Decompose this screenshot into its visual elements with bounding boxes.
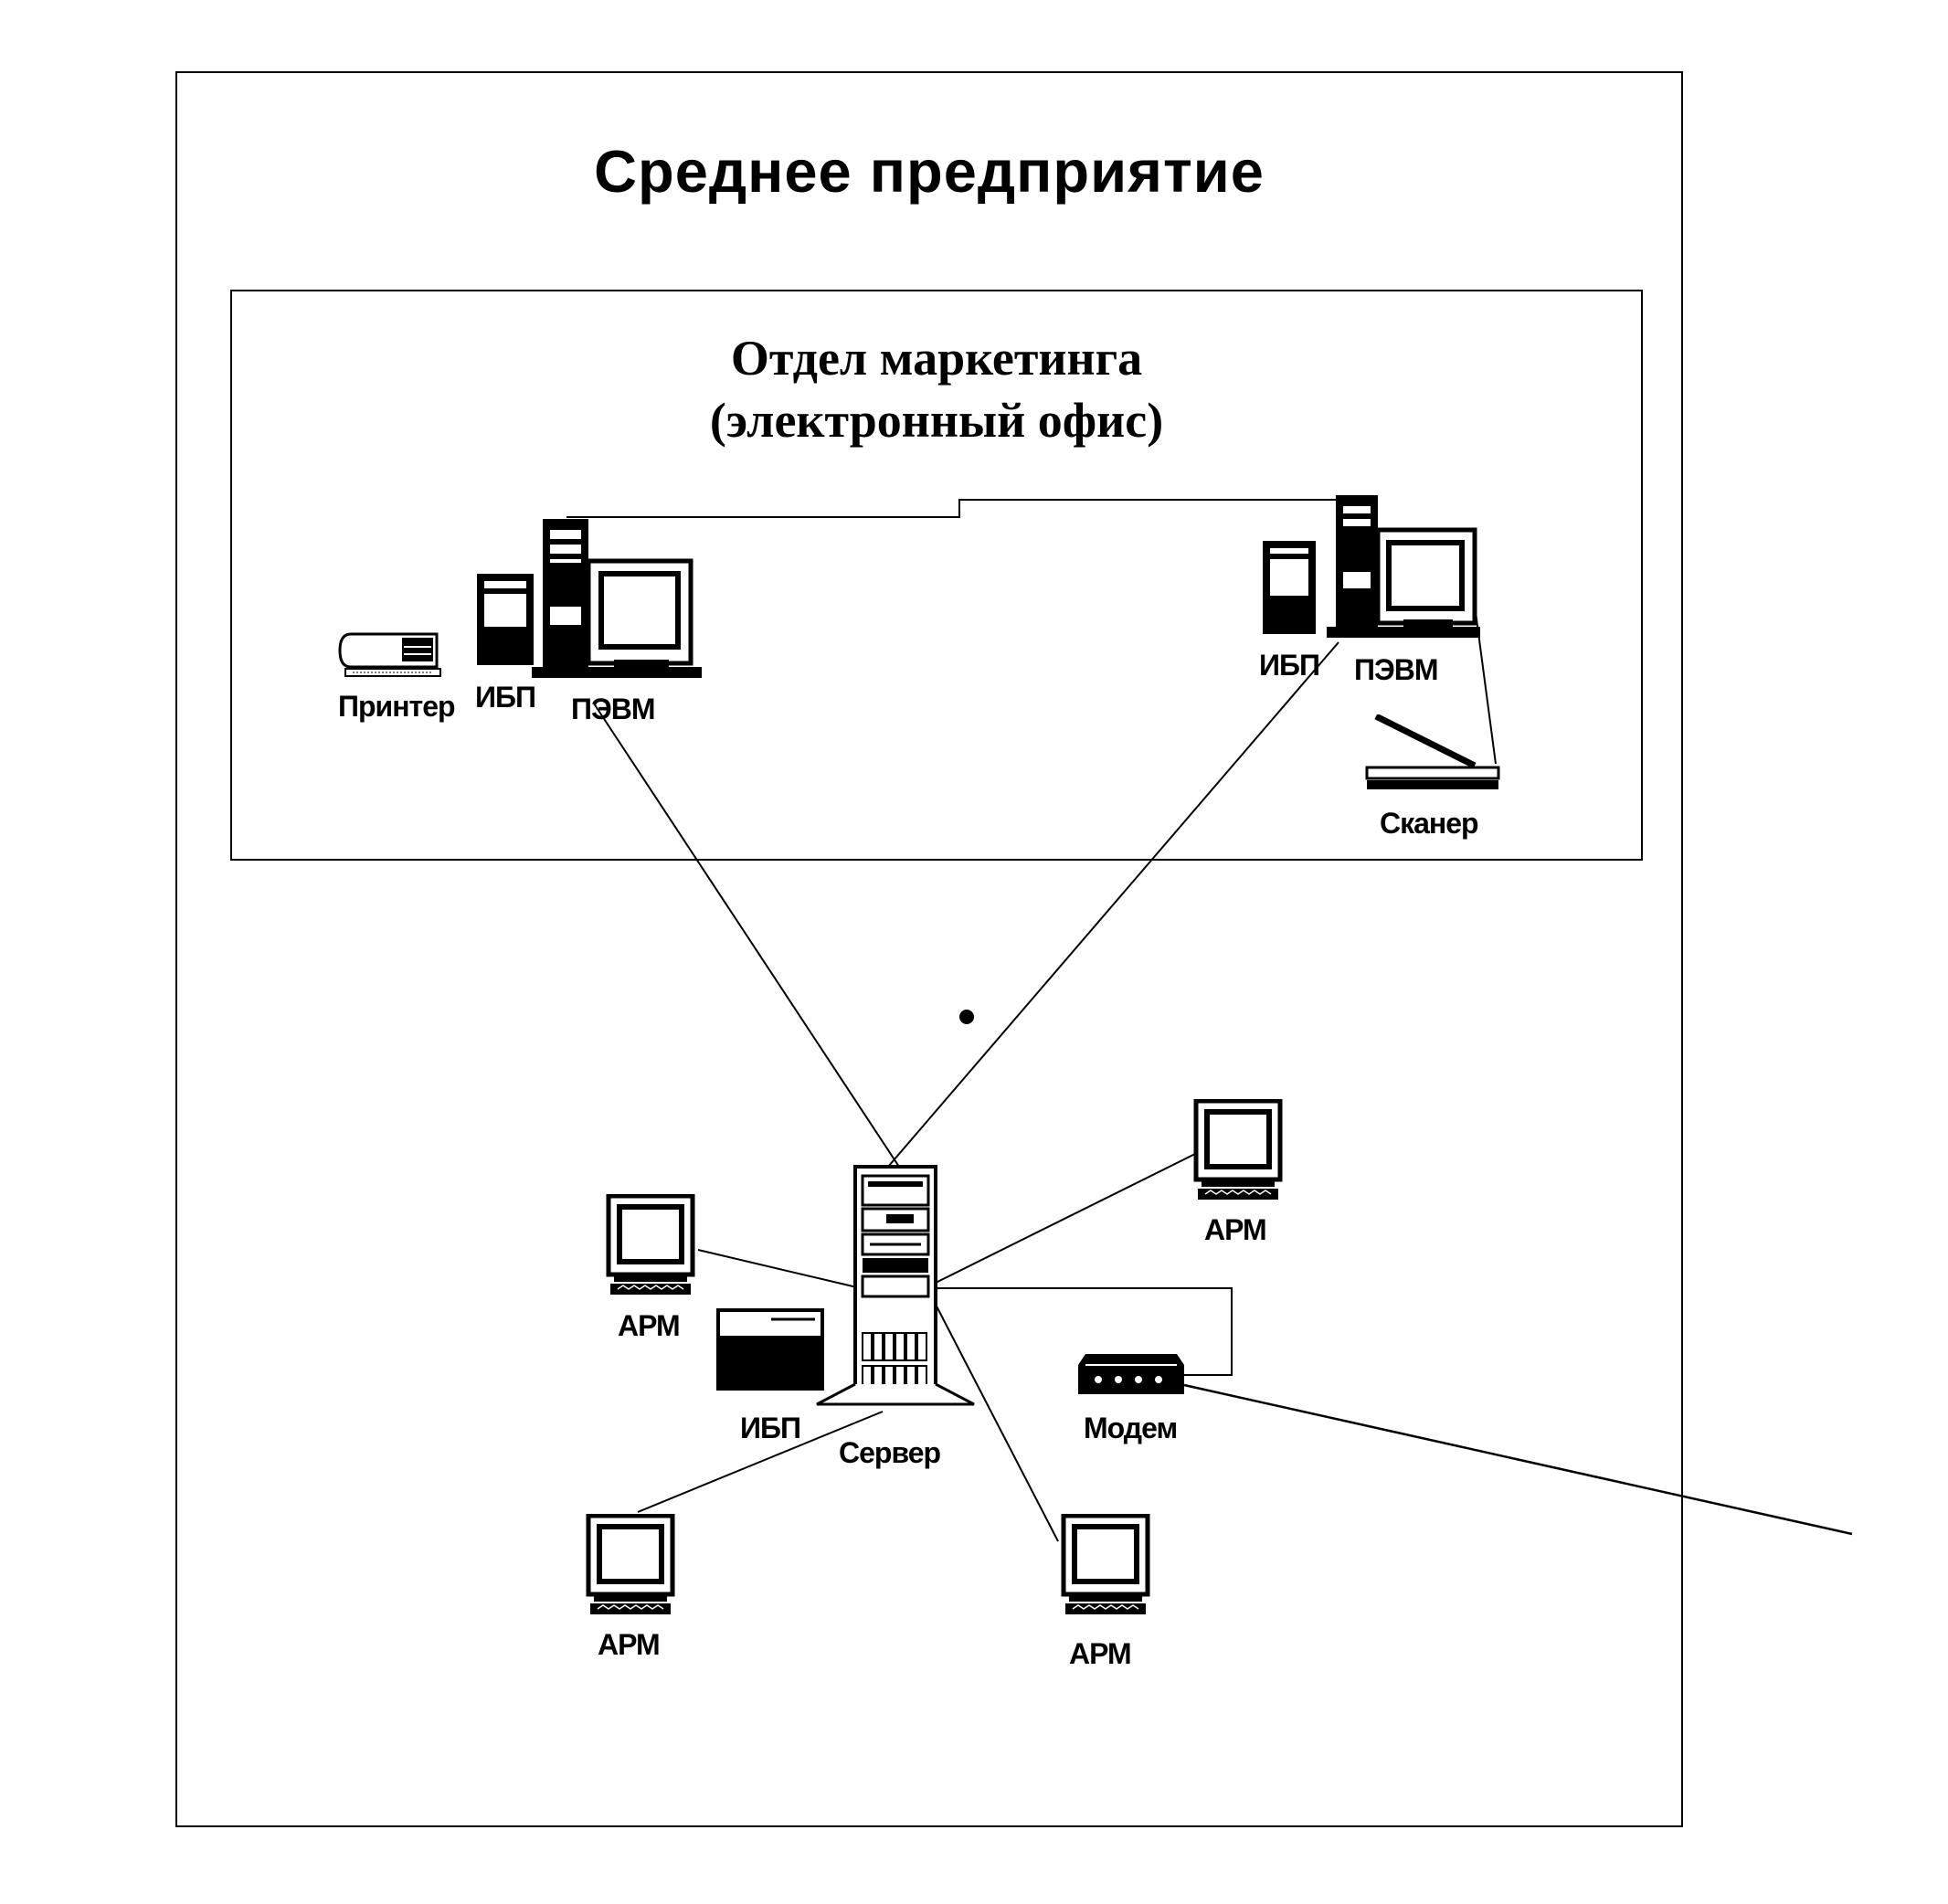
link-pc-left-pc-right <box>566 499 1336 518</box>
printer-icon <box>338 632 441 677</box>
arm-bottom-left-icon <box>586 1514 675 1614</box>
link-arm-top-right-server <box>931 1152 1198 1285</box>
link-pc-right-server <box>887 641 1339 1168</box>
stray-dot <box>959 1010 974 1024</box>
link-pc-left-server <box>593 703 900 1168</box>
link-modem-external <box>1183 1383 1853 1536</box>
link-arm-bottom-left-server <box>637 1411 884 1513</box>
modem-icon <box>1078 1354 1184 1394</box>
server-icon <box>816 1165 975 1406</box>
enterprise-frame <box>175 71 1683 1827</box>
department-title-line1: Отдел маркетинга <box>730 331 1143 386</box>
arm-bottom-left-label: АРМ <box>598 1628 661 1661</box>
ups-server-icon <box>716 1308 824 1391</box>
department-title: Отдел маркетинга (электронный офис) <box>230 327 1643 451</box>
arm-top-right-label: АРМ <box>1204 1213 1267 1246</box>
pc-left-icon <box>532 519 702 678</box>
arm-top-right-icon <box>1193 1099 1283 1200</box>
arm-bottom-right-label: АРМ <box>1069 1637 1132 1670</box>
scanner-label: Сканер <box>1380 807 1479 840</box>
link-arm-bottom-right-server <box>931 1296 1059 1542</box>
server-label: Сервер <box>839 1436 941 1469</box>
link-server-modem <box>932 1287 1233 1376</box>
printer-label: Принтер <box>338 690 456 723</box>
ups-right-label: ИБП <box>1259 649 1320 682</box>
link-pc-right-scanner <box>1473 598 1497 765</box>
enterprise-title: Среднее предприятие <box>594 138 1265 205</box>
department-title-line2: (электронный офис) <box>709 393 1164 448</box>
arm-bottom-right-icon <box>1061 1514 1150 1614</box>
arm-left-label: АРМ <box>618 1309 681 1342</box>
ups-icon <box>477 574 534 665</box>
ups-server-label: ИБП <box>740 1412 801 1444</box>
ups-left-label: ИБП <box>475 681 536 714</box>
link-arm-left-server <box>697 1249 862 1289</box>
pc-right-label: ПЭВМ <box>1354 653 1439 686</box>
pc-right-icon <box>1327 495 1480 638</box>
modem-label: Модем <box>1084 1412 1178 1444</box>
marketing-department-frame <box>230 290 1643 861</box>
ups-right-icon <box>1263 541 1316 634</box>
scanner-icon <box>1365 714 1500 789</box>
pc-left-label: ПЭВМ <box>571 693 656 725</box>
arm-left-icon <box>606 1194 695 1295</box>
